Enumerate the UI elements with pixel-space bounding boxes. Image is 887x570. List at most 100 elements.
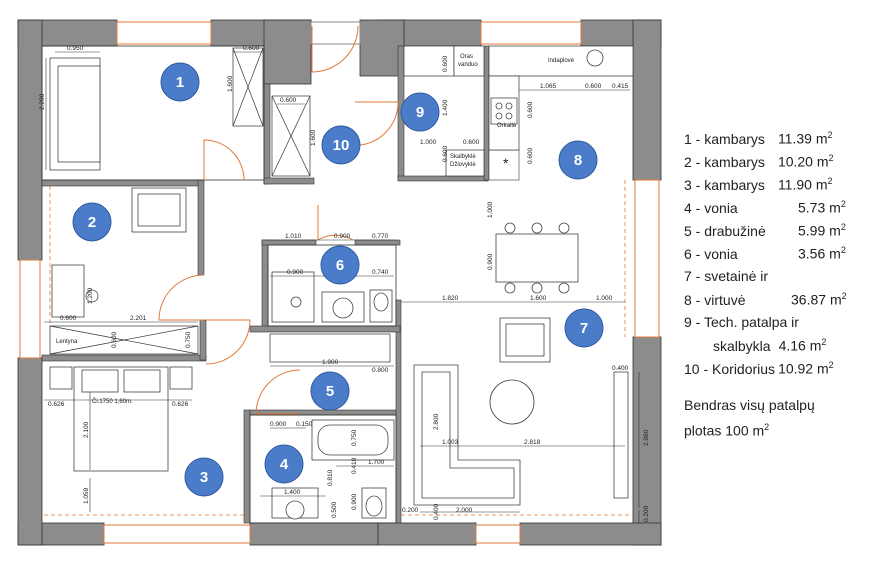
window-10: [310, 21, 361, 45]
door-10-top: [311, 25, 359, 73]
dim-text: 2.201: [130, 315, 147, 322]
exterior-walls: [17, 19, 662, 546]
label-orkaite: Orkaitė: [497, 123, 517, 129]
dim-text: 1.059: [83, 487, 90, 504]
legend-row-7: 7 - svetainė ir: [684, 268, 769, 284]
wall-6-top-r: [354, 239, 401, 246]
dining-table: [495, 233, 579, 283]
wardrobe-5: [269, 333, 391, 363]
svg-text:1: 1: [176, 74, 184, 91]
furniture: [49, 49, 629, 520]
total-line-1: Bendras visų patalpų: [684, 397, 815, 413]
dim-text: 0.200: [643, 505, 650, 522]
wall-5-7: [395, 299, 402, 524]
windows: [19, 21, 660, 544]
wall-left-upper: [17, 19, 43, 261]
dim-text: 0.600: [243, 45, 260, 52]
room-marker-7: 7: [564, 308, 604, 348]
dim-text: 0.600: [442, 55, 449, 72]
room-4-outline: [249, 414, 397, 524]
tech-cabinet: [403, 45, 455, 77]
dim-text: 1.600: [530, 295, 547, 302]
dim-text: 0.740: [372, 269, 389, 276]
kitchen-counter-top: [488, 45, 634, 77]
wall-bottom-mid: [377, 522, 477, 546]
shower-room6: [271, 271, 315, 323]
label-skalbykle-1: Skalbyklė: [450, 154, 476, 160]
svg-text:8: 8: [574, 152, 582, 169]
dim-text: 1.000: [420, 139, 437, 146]
wall-10-bottom: [263, 177, 315, 185]
dim-text: 0.626: [172, 401, 189, 408]
dim-text: 2.980: [643, 429, 650, 446]
dim-text: 1.010: [285, 233, 302, 240]
svg-text:4: 4: [280, 456, 289, 473]
wall-1-2: [41, 179, 203, 187]
dim-text: 2.800: [433, 413, 440, 430]
nightstand-left: [49, 366, 73, 390]
dim-text: 1.600: [227, 75, 234, 92]
window-1: [116, 21, 212, 45]
wall-6-left: [261, 239, 269, 331]
wardrobes: [49, 45, 634, 363]
total-line-2: plotas 100 m2: [684, 422, 770, 439]
dim-text: 0.950: [67, 45, 84, 52]
room-1-outline: [41, 45, 265, 181]
dim-text: 1.400: [284, 489, 301, 496]
legend-row-9: 9 - Tech. patalpa ir: [684, 314, 799, 330]
dim-text: 0.750: [351, 429, 358, 446]
dishwasher-round: [586, 49, 604, 67]
door-1: [203, 139, 245, 181]
wall-3-right-lower: [243, 409, 251, 524]
dim-text: 2.000: [456, 507, 473, 514]
dim-text: 0.600: [527, 147, 534, 164]
label-skalbykle-2: Džiovyklė: [450, 162, 476, 168]
dim-text: 1.003: [442, 439, 459, 446]
dim-text: 1.900: [322, 359, 339, 366]
dim-text: 2.818: [524, 439, 541, 446]
dim-text: 0.600: [527, 101, 534, 118]
wall-2-3: [41, 354, 207, 362]
wall-bottom-center: [249, 522, 379, 546]
room-marker-4: 4: [264, 444, 304, 484]
window-left: [19, 259, 41, 359]
svg-text:2: 2: [88, 214, 96, 231]
dim-text: 0.415: [612, 83, 629, 90]
svg-text:7: 7: [580, 320, 588, 337]
wall-step-right: [359, 19, 405, 77]
dim-text: 0.600: [442, 145, 449, 162]
label-indaplove: Indaplovė: [548, 58, 575, 64]
desk-room2: [51, 264, 85, 318]
wall-right-upper: [632, 19, 662, 181]
coffee-table: [489, 379, 535, 425]
door-9: [355, 101, 399, 146]
dim-text: 0.600: [585, 83, 602, 90]
tech-cabinet-2: [453, 45, 485, 77]
wall-left-lower: [17, 357, 43, 546]
wall-9-bottom: [397, 175, 489, 182]
dim-text: 0.900: [351, 493, 358, 510]
room-marker-3: 3: [184, 457, 224, 497]
room-marker-2: 2: [72, 202, 112, 242]
dim-text: 1.000: [487, 201, 494, 218]
dim-text: 0.400: [612, 365, 629, 372]
dim-text: 0.810: [327, 469, 334, 486]
svg-text:5: 5: [326, 383, 334, 400]
door-2: [158, 274, 205, 321]
door-4: [255, 369, 301, 415]
dim-text: 1.200: [87, 287, 94, 304]
dim-text: 0.750: [185, 331, 192, 348]
label-star: *: [503, 155, 509, 171]
svg-text:10: 10: [333, 137, 350, 154]
chair-room2: [85, 289, 99, 303]
dim-text: 0.150: [296, 421, 313, 428]
wall-2-right: [197, 179, 205, 276]
